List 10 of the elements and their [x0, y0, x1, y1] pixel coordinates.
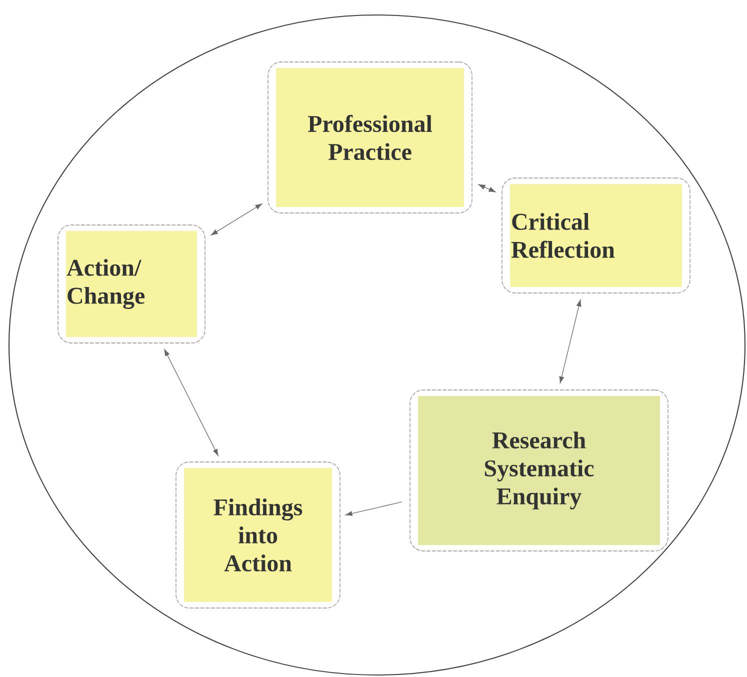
- process-box: Findings into Action: [176, 462, 340, 608]
- arrow: [559, 300, 582, 384]
- arrow: [164, 349, 218, 456]
- process-box: Professional Practice: [268, 62, 472, 214]
- arrow: [345, 502, 402, 516]
- arrow: [210, 204, 262, 236]
- arrow: [478, 184, 496, 192]
- process-box: Critical Reflection: [502, 178, 690, 294]
- process-box: Action/ Change: [58, 224, 206, 344]
- process-box: Research Systematic Enquiry: [410, 390, 668, 552]
